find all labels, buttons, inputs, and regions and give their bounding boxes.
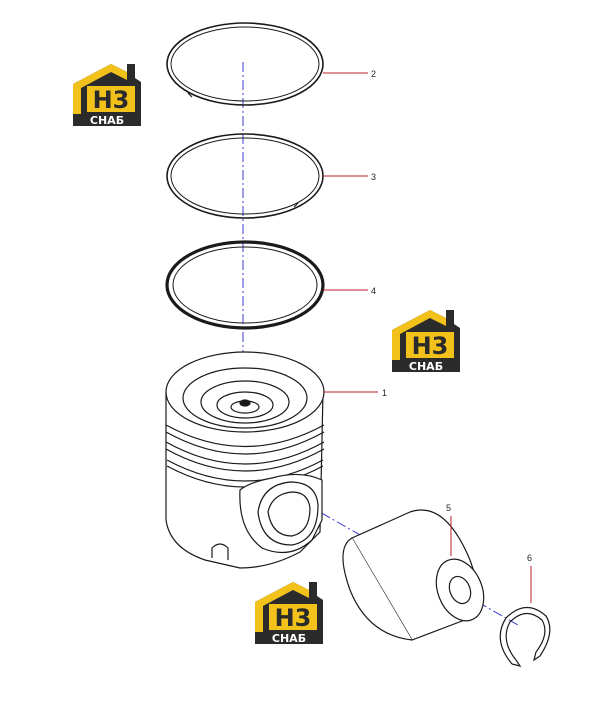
logo-word: СНАБ — [272, 632, 306, 645]
logo-letters: H3 — [93, 86, 130, 114]
callout-5: 5 — [446, 503, 451, 513]
logo-word: СНАБ — [90, 114, 124, 127]
logo-letters: H3 — [275, 604, 312, 632]
piston-ring-middle — [166, 133, 324, 219]
logo-letters: H3 — [412, 332, 449, 360]
retaining-ring — [499, 606, 551, 667]
callout-1: 1 — [382, 388, 387, 398]
piston-ring-top — [166, 22, 324, 106]
callout-3: 3 — [371, 172, 376, 182]
watermark-logo: H3 СНАБ — [390, 308, 462, 374]
leader-lines — [323, 72, 532, 603]
watermark-logo: H3 СНАБ — [71, 62, 143, 128]
callout-2: 2 — [371, 69, 376, 79]
piston-pin — [342, 509, 485, 641]
watermark-logo: H3 СНАБ — [253, 580, 325, 646]
callout-4: 4 — [371, 286, 376, 296]
logo-word: СНАБ — [409, 360, 443, 373]
piston-body — [165, 351, 325, 569]
piston-ring-oil — [165, 240, 325, 330]
callout-6: 6 — [527, 553, 532, 563]
